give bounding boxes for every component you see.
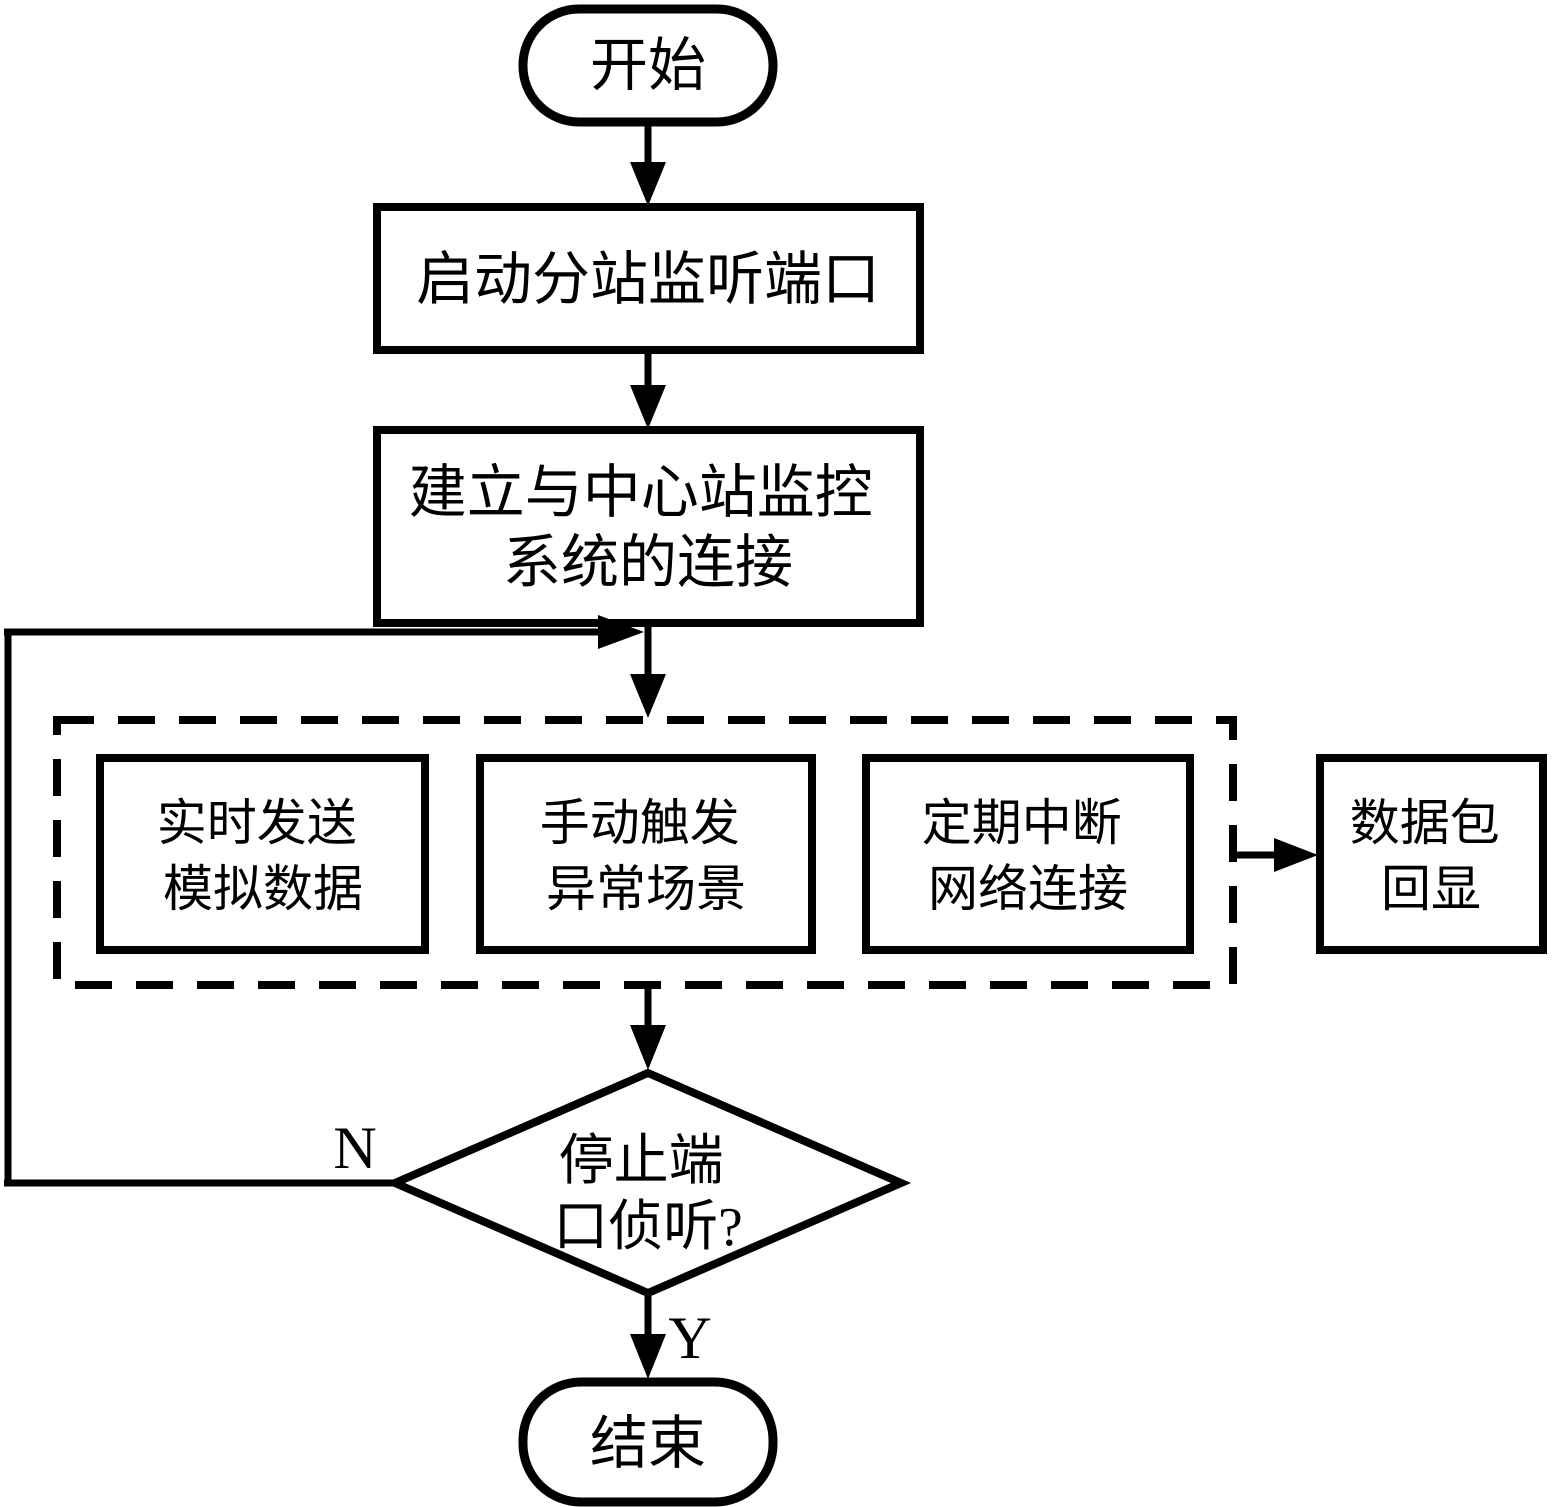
echo-label-line1: 数据包	[1350, 795, 1500, 851]
manual-process-shape	[476, 754, 816, 954]
decision-label-line2: 口侦听?	[553, 1196, 742, 1257]
connect-label-line1: 建立与中心站监控	[409, 460, 873, 525]
realtime-label-line2: 模拟数据	[163, 861, 363, 917]
start-node: 开始	[518, 4, 778, 127]
arrowhead-down-icon	[630, 674, 666, 718]
listen-process-shape	[373, 203, 924, 354]
listen-node: 启动分站监听端口	[373, 203, 924, 354]
connect-label-line2: 系统的连接	[503, 530, 793, 595]
arrow-start-to-listen	[630, 122, 666, 206]
connect-node: 建立与中心站监控 系统的连接	[373, 426, 924, 627]
start-label: 开始	[590, 33, 706, 98]
echo-node: 数据包 回显	[1316, 754, 1547, 954]
echo-label-line2: 回显	[1381, 861, 1481, 917]
interrupt-node: 定期中断 网络连接	[862, 754, 1194, 954]
arrowhead-down-icon	[630, 1334, 666, 1379]
realtime-node: 实时发送 模拟数据	[96, 754, 429, 954]
interrupt-label-line1: 定期中断	[922, 795, 1122, 851]
manual-label: 手动触发 异常场景	[540, 795, 753, 917]
arrowhead-down-icon	[630, 1025, 666, 1070]
arrow-connect-to-group	[630, 623, 666, 718]
arrow-group-to-echo	[1233, 838, 1318, 872]
loop-back-edge	[4, 615, 644, 1187]
echo-process-shape	[1316, 754, 1547, 954]
connect-label: 建立与中心站监控 系统的连接	[409, 460, 888, 595]
realtime-label-line1: 实时发送	[157, 795, 357, 851]
arrowhead-down-icon	[630, 385, 666, 429]
listen-label: 启动分站监听端口	[416, 247, 880, 312]
arrow-decision-to-end	[630, 1293, 666, 1379]
interrupt-label: 定期中断 网络连接	[922, 795, 1135, 917]
interrupt-process-shape	[862, 754, 1194, 954]
arrow-group-to-decision	[630, 985, 666, 1070]
interrupt-label-line2: 网络连接	[928, 861, 1128, 917]
end-node: 结束	[518, 1377, 778, 1507]
arrowhead-right-icon	[1274, 838, 1318, 872]
decision-label-line1: 停止端	[559, 1130, 724, 1191]
edge-label-no: N	[333, 1115, 376, 1181]
realtime-process-shape	[96, 754, 429, 954]
edge-label-yes: Y	[668, 1305, 711, 1371]
realtime-label: 实时发送 模拟数据	[157, 795, 370, 917]
decision-node: 停止端 口侦听?	[384, 1068, 912, 1298]
arrowhead-down-icon	[630, 162, 666, 206]
arrow-listen-to-connect	[630, 350, 666, 429]
arrowhead-right-icon	[598, 615, 644, 649]
manual-node: 手动触发 异常场景	[476, 754, 816, 954]
echo-label: 数据包 回显	[1350, 795, 1513, 917]
end-terminator-shape	[518, 1377, 778, 1507]
manual-label-line1: 手动触发	[540, 795, 740, 851]
manual-label-line2: 异常场景	[546, 861, 746, 917]
end-label: 结束	[590, 1411, 706, 1476]
decision-label: 停止端 口侦听?	[553, 1130, 742, 1257]
